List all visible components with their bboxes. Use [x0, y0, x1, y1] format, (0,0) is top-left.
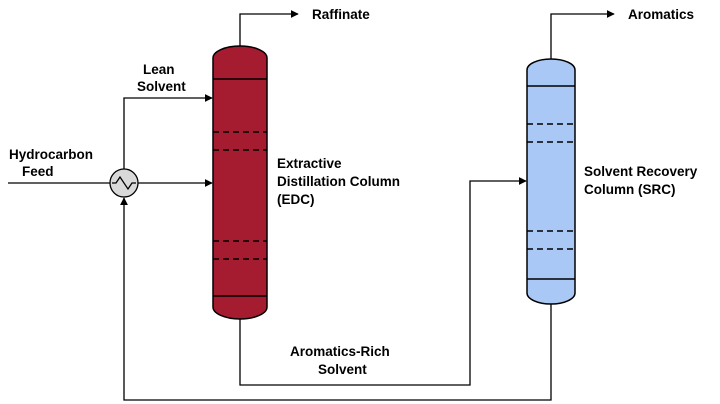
edc-label-line-3: (EDC) [277, 192, 315, 207]
src-label-line-1: Solvent Recovery [584, 164, 698, 179]
rich-solvent-stream [239, 177, 527, 386]
heat-exchanger-icon [109, 168, 139, 198]
src-label-line-2: Column (SRC) [584, 182, 676, 197]
edc-column [212, 45, 268, 320]
rich-solvent-label-line-2: Solvent [318, 362, 367, 377]
hydrocarbon-feed-label-line-2: Feed [22, 164, 54, 179]
src-column [526, 58, 576, 305]
aromatics-label: Aromatics [628, 7, 694, 22]
solvent-recycle-stream [120, 197, 552, 401]
hydrocarbon-feed-label-line-1: Hydrocarbon [9, 147, 93, 162]
rich-solvent-label-line-1: Aromatics-Rich [290, 344, 390, 359]
edc-label-line-2: Distillation Column [277, 174, 400, 189]
raffinate-label: Raffinate [312, 7, 370, 22]
edc-label-line-1: Extractive [277, 156, 342, 171]
aromatics-stream [550, 10, 615, 59]
lean-solvent-label-line-1: Lean [143, 62, 175, 77]
lean-solvent-label-line-2: Solvent [137, 79, 186, 94]
lean-solvent-stream [123, 94, 213, 169]
raffinate-stream [239, 10, 299, 46]
